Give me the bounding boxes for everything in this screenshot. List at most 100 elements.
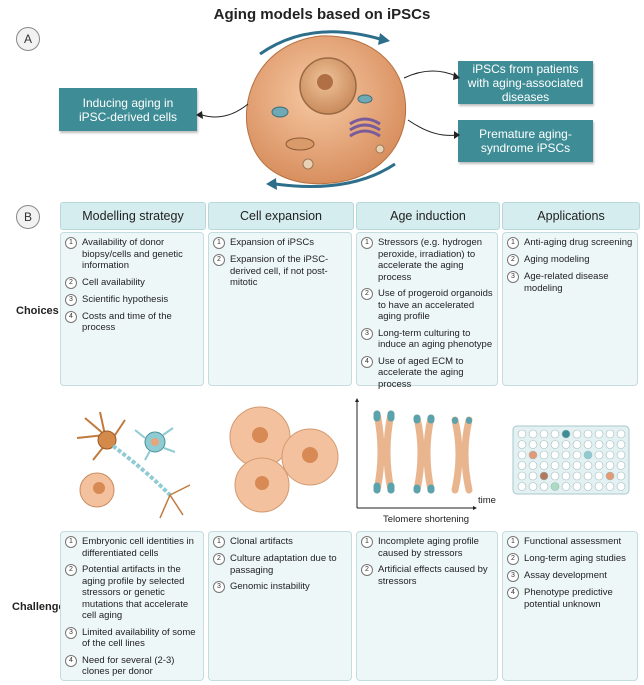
well [616,450,626,460]
item-number: 1 [213,536,225,548]
mitochondrion [285,137,315,151]
item-text: Aging modeling [524,254,590,265]
item-text: Costs and time of the process [82,310,172,334]
item-text: Anti-aging drug screening [524,237,633,248]
list-item: 2 Long-term aging studies [507,553,634,565]
arrow-to-left-box [201,103,249,118]
cell-expansion-illustration [229,406,339,513]
box-inducing-aging: Inducing aging in iPSC-derived cells [59,88,197,131]
item-text: Limited availability of some of the cell… [82,626,196,650]
item-text: Long-term culturing to induce an aging p… [378,327,493,351]
item-number: 3 [361,327,373,340]
item-text: Availability of donor biopsy/cells and g… [82,237,183,271]
chromosome-3 [451,416,473,494]
section-b-label: B [16,205,40,229]
well [583,429,593,439]
item-number: 3 [213,581,225,593]
header-age-induction: Age induction [356,202,500,230]
item-text: Age-related disease modeling [524,271,609,294]
well [616,482,626,491]
item-text: Potential artifacts in the aging profile… [82,564,189,621]
well [605,471,615,481]
well [561,429,571,439]
item-text: Long-term aging studies [524,553,626,564]
box-patient-ipscs: iPSCs from patients with aging-associate… [458,61,593,104]
well [550,482,560,491]
x-axis-arrow [473,506,477,510]
vesicle [302,158,314,170]
item-number: 2 [507,553,519,565]
neuron-axon-terminals [159,484,191,519]
item-text: Culture adaptation due to passaging [230,553,337,576]
section-a-arrows [196,70,460,139]
header-applications: Applications [502,202,640,230]
arrowhead-top [378,33,390,45]
expanded-cell-nucleus [302,447,318,463]
glial-processes [134,427,176,461]
well [550,429,560,439]
well [517,482,527,491]
header-modelling-strategy: Modelling strategy [60,202,206,230]
well [561,482,571,491]
well [561,461,571,470]
well [605,440,615,449]
section-a-label: A [16,27,40,51]
cell-illustration [246,30,407,190]
list-item: 1 Clonal artifacts [213,536,348,548]
item-text: Artificial effects caused by stressors [378,564,488,587]
well [528,440,538,449]
well [616,471,626,481]
well [605,450,615,460]
well [517,440,527,449]
arrowhead-right-2 [454,131,460,139]
well [594,482,604,491]
well [583,461,593,470]
item-number: 4 [65,310,77,323]
well [561,450,571,460]
well [561,440,571,449]
item-number: 2 [361,288,373,300]
y-axis-arrow [355,398,359,402]
well [605,429,615,439]
item-number: 2 [213,254,225,266]
row-label-choices: Choices [16,305,59,317]
well [594,450,604,460]
row-label-challenges: Challenges [12,601,71,613]
item-number: 1 [361,237,373,249]
item-text: Cell availability [82,276,145,288]
well [539,429,549,439]
neuron-illustration [76,411,191,519]
mitochondrion [271,106,289,118]
chromosome-1 [373,410,395,494]
golgi [349,117,381,138]
box-premature-aging-label: Premature aging- syndrome iPSCs [479,127,572,155]
item-number: 2 [507,254,519,266]
item-text: Use of progeroid organoids to have an ac… [378,288,493,322]
item-text: Clonal artifacts [230,536,293,547]
expanded-cell-nucleus [255,476,269,490]
item-number: 4 [361,355,373,368]
well [605,482,615,491]
neuron-axon [111,444,172,497]
well [517,471,527,481]
well [517,429,527,439]
list-item: 2 Use of progeroid organoids to have an a… [361,288,494,323]
item-text: Expansion of iPSCs [230,237,314,248]
item-text: Phenotype predictive potential unknown [524,587,613,610]
